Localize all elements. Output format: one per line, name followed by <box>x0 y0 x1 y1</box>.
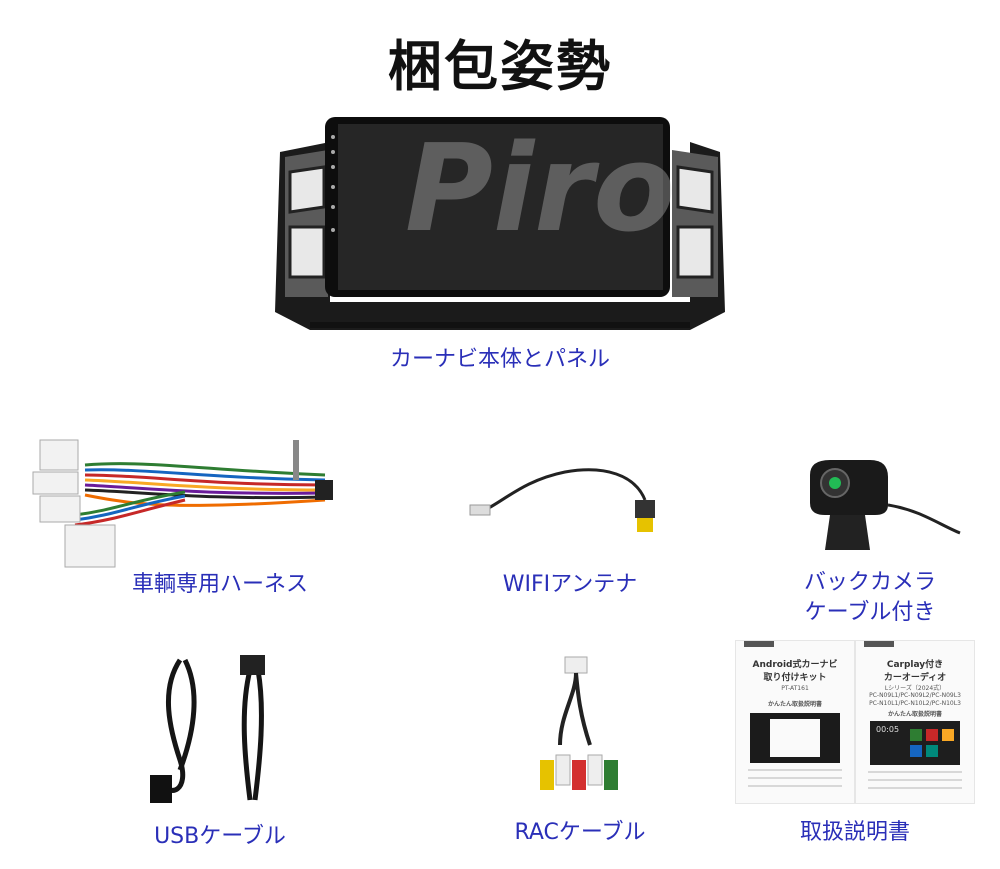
manual-right-title-line2: カーオーディオ <box>883 673 947 683</box>
vehicle-harness-image <box>25 430 345 570</box>
manual-right: Carplay付き カーオーディオ Lシリーズ（2024式） PC-N09L1/… <box>855 640 975 804</box>
caption-navi-panel: カーナビ本体とパネル <box>389 347 610 372</box>
app-tile-icon <box>910 729 922 741</box>
manual-left: Android式カーナビ 取り付けキット PT-AT161 かんたん取扱説明書 <box>735 640 855 804</box>
manual-left-bar <box>744 641 774 647</box>
caption-rac-cable: RACケーブル <box>514 820 646 845</box>
usb-cable-image <box>140 650 300 815</box>
manual-right-title-line1: Carplay付き <box>886 660 944 670</box>
watermark: Piro <box>405 120 676 259</box>
manual-right-bar <box>864 641 894 647</box>
app-tile-icon <box>926 745 938 757</box>
manual-left-title-line2: 取り付けキット <box>763 673 827 683</box>
caption-back-camera: バックカメラ ケーブル付き <box>760 568 980 628</box>
manual-left-model: PT-AT161 <box>781 685 809 692</box>
manual-right-screen-time: 00:05 <box>876 725 900 734</box>
caption-manual: 取扱説明書 <box>799 820 910 845</box>
app-tile-icon <box>910 745 922 757</box>
app-tile-icon <box>926 729 938 741</box>
caption-harness: 車輌専用ハーネス <box>131 572 308 597</box>
caption-wifi-antenna: WIFIアンテナ <box>502 572 638 597</box>
manual-right-models-line2: PC-N10L1/PC-N10L2/PC-N10L3 <box>869 700 961 707</box>
app-tile-icon <box>942 729 954 741</box>
manual-right-models-line1: PC-N09L1/PC-N09L2/PC-N09L3 <box>869 692 961 699</box>
manual-right-subtitle: かんたん取扱説明書 <box>887 711 942 718</box>
back-camera-image <box>800 455 970 570</box>
manual-left-subtitle: かんたん取扱説明書 <box>767 701 822 708</box>
car-navigation-unit-image <box>270 112 730 342</box>
manual-right-screen: 00:05 <box>870 721 960 765</box>
caption-back-camera-line2: ケーブル付き <box>804 600 936 625</box>
rac-cable-image <box>520 655 630 815</box>
manual-left-panel-image <box>750 713 840 763</box>
manual-left-title-line1: Android式カーナビ <box>752 660 838 670</box>
page-title: 梱包姿勢 <box>388 35 612 98</box>
manual-right-series: Lシリーズ（2024式） <box>884 685 946 692</box>
caption-usb-cable: USBケーブル <box>154 824 286 849</box>
wifi-antenna-image <box>465 460 695 540</box>
caption-back-camera-line1: バックカメラ <box>803 570 936 595</box>
